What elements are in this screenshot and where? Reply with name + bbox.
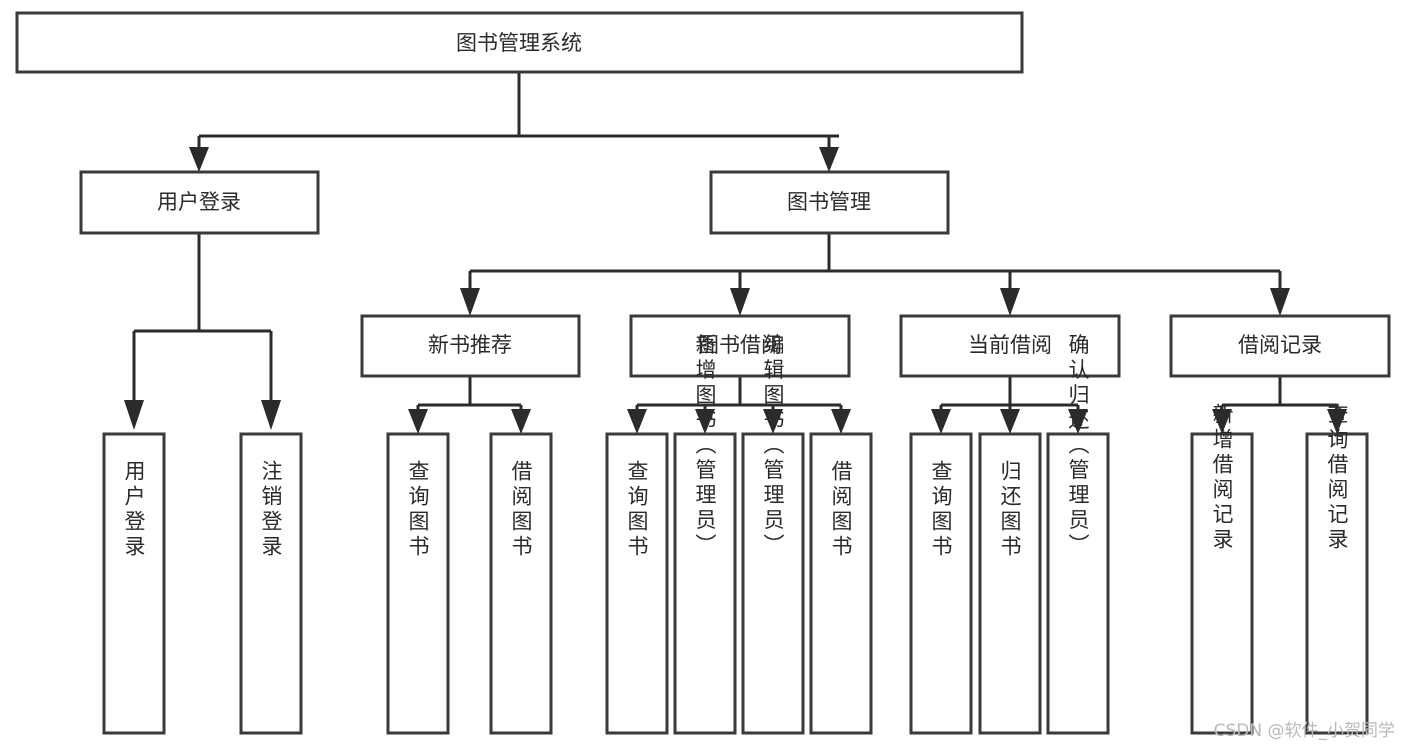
arrow-book-borrow-leaf-2 xyxy=(695,409,715,434)
leaf-box-borrow-query-book[interactable] xyxy=(605,432,669,735)
book-management-label: 图书管理 xyxy=(787,190,871,214)
arrow-book-mgmt-to-borrow xyxy=(730,288,750,316)
leaf-borrow-query-book[interactable]: 查询图书 xyxy=(605,432,669,735)
leaf-box-current-confirm-return[interactable] xyxy=(1046,432,1110,735)
leaf-current-query-book[interactable]: 查询图书 xyxy=(909,432,973,735)
arrow-records-leaf-1 xyxy=(1212,409,1232,434)
arrow-new-book-leaf-2 xyxy=(511,409,531,434)
leaf-current-return-book[interactable]: 归还图书 xyxy=(978,432,1042,735)
current-borrow-label: 当前借阅 xyxy=(968,333,1052,357)
leaf-label-records-add: 新增借阅记录 xyxy=(1210,403,1234,553)
arrow-book-mgmt-to-current xyxy=(1000,288,1020,316)
leaf-label-records-query: 查询借阅记录 xyxy=(1325,403,1349,553)
arrow-book-borrow-leaf-1 xyxy=(627,409,647,434)
leaf-borrow-add-book[interactable]: 新增图书（管理员） xyxy=(673,334,737,735)
arrow-book-mgmt-to-records xyxy=(1270,288,1290,316)
node-book-borrow[interactable]: 图书借阅 xyxy=(629,314,851,378)
leaf-label-current-confirm-return: 确认归还（管理员） xyxy=(1066,334,1090,559)
new-book-recommend-label: 新书推荐 xyxy=(428,333,512,357)
leaf-user-login-signout[interactable]: 注销登录 xyxy=(239,432,303,735)
leaf-box-current-return-book[interactable] xyxy=(978,432,1042,735)
arrow-book-borrow-leaf-3 xyxy=(763,409,783,434)
leaf-label-current-query-book: 查询图书 xyxy=(929,460,953,560)
leaf-box-user-login-signin[interactable] xyxy=(102,432,166,735)
leaf-label-current-return-book: 归还图书 xyxy=(998,460,1022,560)
arrow-book-borrow-leaf-4 xyxy=(831,409,851,434)
leaf-box-new-book-borrow[interactable] xyxy=(489,432,553,735)
borrow-records-label: 借阅记录 xyxy=(1238,333,1322,357)
leaf-box-current-query-book[interactable] xyxy=(909,432,973,735)
node-book-management[interactable]: 图书管理 xyxy=(709,170,950,235)
arrow-current-borrow-leaf-3 xyxy=(1068,409,1088,434)
node-borrow-records[interactable]: 借阅记录 xyxy=(1169,314,1391,378)
arrow-user-login-leaf-2 xyxy=(261,400,281,430)
root-box[interactable] xyxy=(15,11,1024,74)
leaf-records-add[interactable]: 新增借阅记录 xyxy=(1190,403,1254,735)
arrow-current-borrow-leaf-1 xyxy=(931,409,951,434)
root-label: 图书管理系统 xyxy=(456,31,582,55)
leaf-box-borrow-borrow-book[interactable] xyxy=(809,432,873,735)
node-user-login[interactable]: 用户登录 xyxy=(79,170,320,235)
leaf-label-borrow-borrow-book: 借阅图书 xyxy=(829,460,853,560)
book-borrow-label: 图书借阅 xyxy=(698,333,782,357)
leaf-box-records-add[interactable] xyxy=(1190,432,1254,735)
arrow-new-book-leaf-1 xyxy=(408,409,428,434)
leaf-label-user-login-signin: 用户登录 xyxy=(122,460,146,560)
leaf-label-new-book-borrow: 借阅图书 xyxy=(509,460,533,560)
arrow-user-login-leaf-1 xyxy=(124,400,144,430)
current-borrow-box[interactable] xyxy=(899,314,1121,378)
leaf-records-query[interactable]: 查询借阅记录 xyxy=(1305,403,1369,735)
leaf-current-confirm-return[interactable]: 确认归还（管理员） xyxy=(1046,334,1110,735)
borrow-records-box[interactable] xyxy=(1169,314,1391,378)
user-login-label: 用户登录 xyxy=(157,190,241,214)
leaf-user-login-signin[interactable]: 用户登录 xyxy=(102,432,166,735)
leaf-label-new-book-query: 查询图书 xyxy=(406,460,430,560)
leaf-box-new-book-query[interactable] xyxy=(386,432,450,735)
user-login-box[interactable] xyxy=(79,170,320,235)
leaf-borrow-edit-book[interactable]: 编辑图书（管理员） xyxy=(741,334,805,735)
leaf-box-borrow-add-book[interactable] xyxy=(673,432,737,735)
leaf-new-book-query[interactable]: 查询图书 xyxy=(386,432,450,735)
leaf-label-user-login-signout: 注销登录 xyxy=(259,460,283,560)
arrow-current-borrow-leaf-2 xyxy=(1000,409,1020,434)
arrow-root-to-user-login xyxy=(189,147,209,172)
leaf-borrow-borrow-book[interactable]: 借阅图书 xyxy=(809,432,873,735)
connector-layer xyxy=(124,72,1347,434)
new-book-recommend-box[interactable] xyxy=(360,314,581,378)
leaf-box-user-login-signout[interactable] xyxy=(239,432,303,735)
book-borrow-box[interactable] xyxy=(629,314,851,378)
arrow-book-mgmt-to-new-book xyxy=(460,288,480,316)
arrow-root-to-book-mgmt xyxy=(819,147,839,172)
leaf-new-book-borrow[interactable]: 借阅图书 xyxy=(489,432,553,735)
leaf-label-borrow-query-book: 查询图书 xyxy=(625,460,649,560)
node-root-book-management-system[interactable]: 图书管理系统 xyxy=(15,11,1024,74)
leaf-label-borrow-edit-book: 编辑图书（管理员） xyxy=(761,334,785,559)
node-new-book-recommend[interactable]: 新书推荐 xyxy=(360,314,581,378)
book-management-box[interactable] xyxy=(709,170,950,235)
node-current-borrow[interactable]: 当前借阅 xyxy=(899,314,1121,378)
leaf-box-records-query[interactable] xyxy=(1305,432,1369,735)
leaf-box-borrow-edit-book[interactable] xyxy=(741,432,805,735)
arrow-records-leaf-2 xyxy=(1327,409,1347,434)
leaf-label-borrow-add-book: 新增图书（管理员） xyxy=(693,334,717,559)
